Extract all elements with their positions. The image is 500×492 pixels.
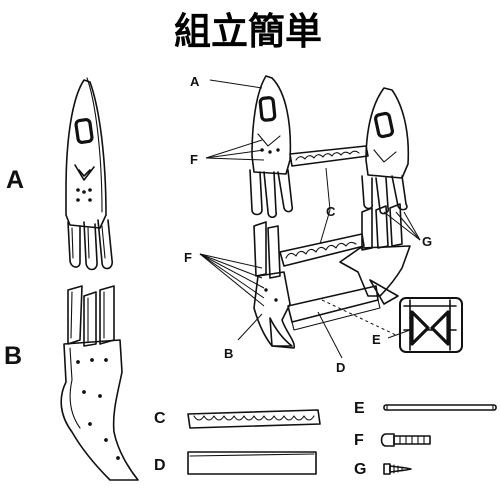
legend-f-bolt xyxy=(380,433,431,447)
callout-d: D xyxy=(336,360,345,375)
legend-g-label: G xyxy=(354,461,366,478)
inset-detail xyxy=(399,297,463,353)
part-b-side-panel xyxy=(60,285,139,481)
part-a-side-panel xyxy=(65,77,113,271)
assembled-rack xyxy=(249,75,411,349)
legend-e-label: E xyxy=(354,400,365,417)
title: 組立簡単 xyxy=(174,10,322,53)
legend-e-part xyxy=(383,404,497,411)
legend-c-part xyxy=(187,409,321,429)
callout-b: B xyxy=(224,346,233,361)
callout-f-upper: F xyxy=(190,152,198,167)
callout-e: E xyxy=(372,332,381,347)
legend-g-screw xyxy=(383,463,412,475)
legend-d-label: D xyxy=(154,457,166,474)
callout-a: A xyxy=(190,74,200,89)
callout-g: G xyxy=(422,234,432,249)
side-label-a: A xyxy=(6,166,24,194)
legend-f-label: F xyxy=(354,432,364,449)
callout-lines xyxy=(199,79,421,359)
side-label-b: B xyxy=(4,342,22,370)
callout-c: C xyxy=(326,204,336,219)
callout-f-lower: F xyxy=(184,250,192,265)
legend-d-part xyxy=(187,451,317,475)
legend-c-label: C xyxy=(154,410,166,427)
